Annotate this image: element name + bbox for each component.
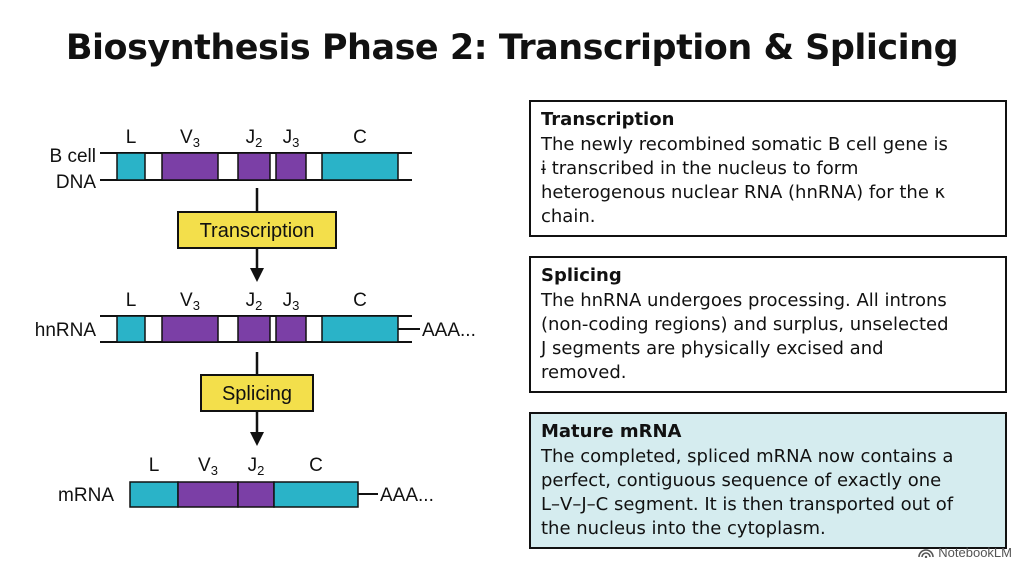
seg-label: V3 <box>180 127 200 150</box>
exon-J2 <box>237 481 275 508</box>
seg-label: C <box>353 290 367 311</box>
exon-L <box>116 152 146 181</box>
row-dna-label-line1: B cell <box>50 146 96 167</box>
notebooklm-logo-icon <box>918 549 935 558</box>
panel-body: The hnRNA undergoes processing. All intr… <box>541 289 995 385</box>
panel-line: perfect, contiguous sequence of exactly … <box>541 470 942 491</box>
seg-label: L <box>126 127 137 148</box>
exon-V3 <box>161 315 219 343</box>
polya-tail: AAA... <box>422 320 476 341</box>
panel-line: The hnRNA undergoes processing. All intr… <box>541 290 947 311</box>
panel-line: The newly recombined somatic B cell gene… <box>541 134 948 155</box>
seg-label: C <box>353 127 367 148</box>
panel-line: ɨ transcribed in the nucleus to form <box>541 158 859 179</box>
seg-label: J3 <box>283 290 300 313</box>
splicing-box <box>200 374 314 412</box>
seg-label: L <box>126 290 137 311</box>
row-mrna: mRNA AAA... L V3 J2 C <box>58 455 434 508</box>
seg-label: J2 <box>246 127 263 150</box>
row-dna-label-line2: DNA <box>56 172 96 193</box>
exon-J3 <box>275 152 307 181</box>
row-hnrna-label: hnRNA <box>35 320 97 341</box>
seg-label: J3 <box>283 127 300 150</box>
panel-heading: Transcription <box>541 109 675 130</box>
mature-mrna-panel: Mature mRNA The completed, spliced mRNA … <box>529 412 1007 549</box>
seg-label: V3 <box>180 290 200 313</box>
panel-line: removed. <box>541 362 627 383</box>
panel-line: J segments are physically excised and <box>541 338 884 359</box>
exon-L <box>129 481 179 508</box>
transcription-box <box>177 211 337 249</box>
panel-heading: Splicing <box>541 265 622 286</box>
transcription-panel: Transcription The newly recombined somat… <box>529 100 1007 237</box>
row-hnrna: hnRNA AAA... L V3 J2 J3 C <box>35 290 476 343</box>
transcription-step: Transcription <box>177 188 337 282</box>
seg-label: J2 <box>248 455 265 478</box>
seg-label: C <box>309 455 323 476</box>
exon-J2 <box>237 152 271 181</box>
exon-J2 <box>237 315 271 343</box>
panel-line: The completed, spliced mRNA now contains… <box>541 446 954 467</box>
exon-C <box>321 315 399 343</box>
row-mrna-label: mRNA <box>58 485 114 506</box>
gene-diagram: B cell DNA L V3 J2 J3 C Transcription hn… <box>35 127 476 508</box>
transcription-label: Transcription <box>200 220 315 242</box>
watermark-text: NotebookLM <box>938 545 1012 560</box>
page-title: Biosynthesis Phase 2: Transcription & Sp… <box>65 28 959 68</box>
polya-tail: AAA... <box>380 485 434 506</box>
arrow-head <box>250 432 264 446</box>
exon-J3 <box>275 315 307 343</box>
panel-line: chain. <box>541 206 596 227</box>
splicing-panel: Splicing The hnRNA undergoes processing.… <box>529 256 1007 393</box>
seg-label: L <box>149 455 160 476</box>
exon-C <box>321 152 399 181</box>
panel-heading: Mature mRNA <box>541 421 682 442</box>
panel-line: heterogenous nuclear RNA (hnRNA) for the… <box>541 182 946 203</box>
panel-line: (non-coding regions) and surplus, unsele… <box>541 314 949 335</box>
panel-line: L–V–J–C segment. It is then transported … <box>541 494 954 515</box>
exon-C <box>273 481 359 508</box>
splicing-step: Splicing <box>200 352 314 446</box>
panel-body: The completed, spliced mRNA now contains… <box>541 445 995 541</box>
watermark: NotebookLM <box>918 545 1012 560</box>
exon-V3 <box>177 481 239 508</box>
row-dna: B cell DNA L V3 J2 J3 C <box>50 127 412 193</box>
exon-V3 <box>161 152 219 181</box>
seg-label: J2 <box>246 290 263 313</box>
arrow-head <box>250 268 264 282</box>
panel-body: The newly recombined somatic B cell gene… <box>541 133 995 229</box>
exon-L <box>116 315 146 343</box>
panel-line: the nucleus into the cytoplasm. <box>541 518 826 539</box>
splicing-label: Splicing <box>222 383 292 405</box>
seg-label: V3 <box>198 455 218 478</box>
